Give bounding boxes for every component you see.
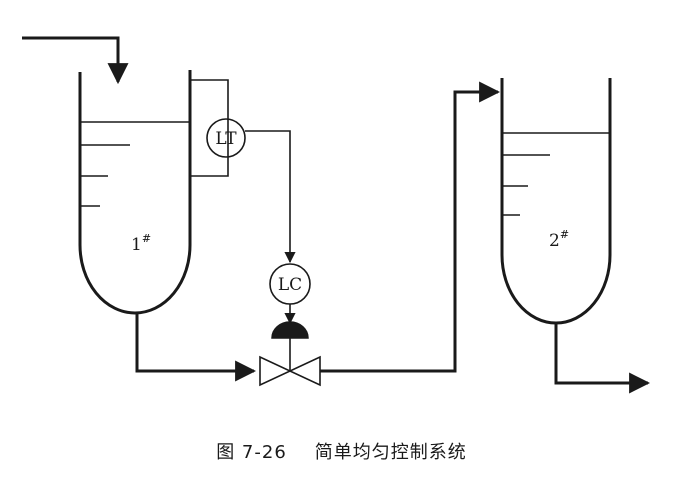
- tank-1: [78, 70, 192, 315]
- tank-2-label: 2#: [549, 228, 569, 251]
- control-valve: [259, 355, 321, 387]
- inlet-pipe: [22, 36, 129, 85]
- signal-line-lt-to-lc: [245, 130, 296, 264]
- figure-title: 简单均匀控制系统: [314, 442, 467, 463]
- figure-number: 图 7-26: [216, 442, 287, 463]
- level-controller-label: LC: [278, 275, 302, 295]
- tank-2-outlet-pipe: [554, 323, 651, 394]
- level-transmitter: [206, 118, 246, 158]
- figure-caption: 图 7-26 简单均匀控制系统: [0, 438, 683, 464]
- lt-impulse-line: [190, 79, 229, 177]
- valve-actuator: [271, 321, 309, 339]
- tank-2: [500, 78, 612, 325]
- level-transmitter-label: LT: [215, 129, 237, 149]
- tank-1-label: 1#: [131, 232, 151, 255]
- valve-to-tank-2-pipe: [320, 81, 501, 373]
- tank-1-outlet-pipe: [135, 313, 257, 382]
